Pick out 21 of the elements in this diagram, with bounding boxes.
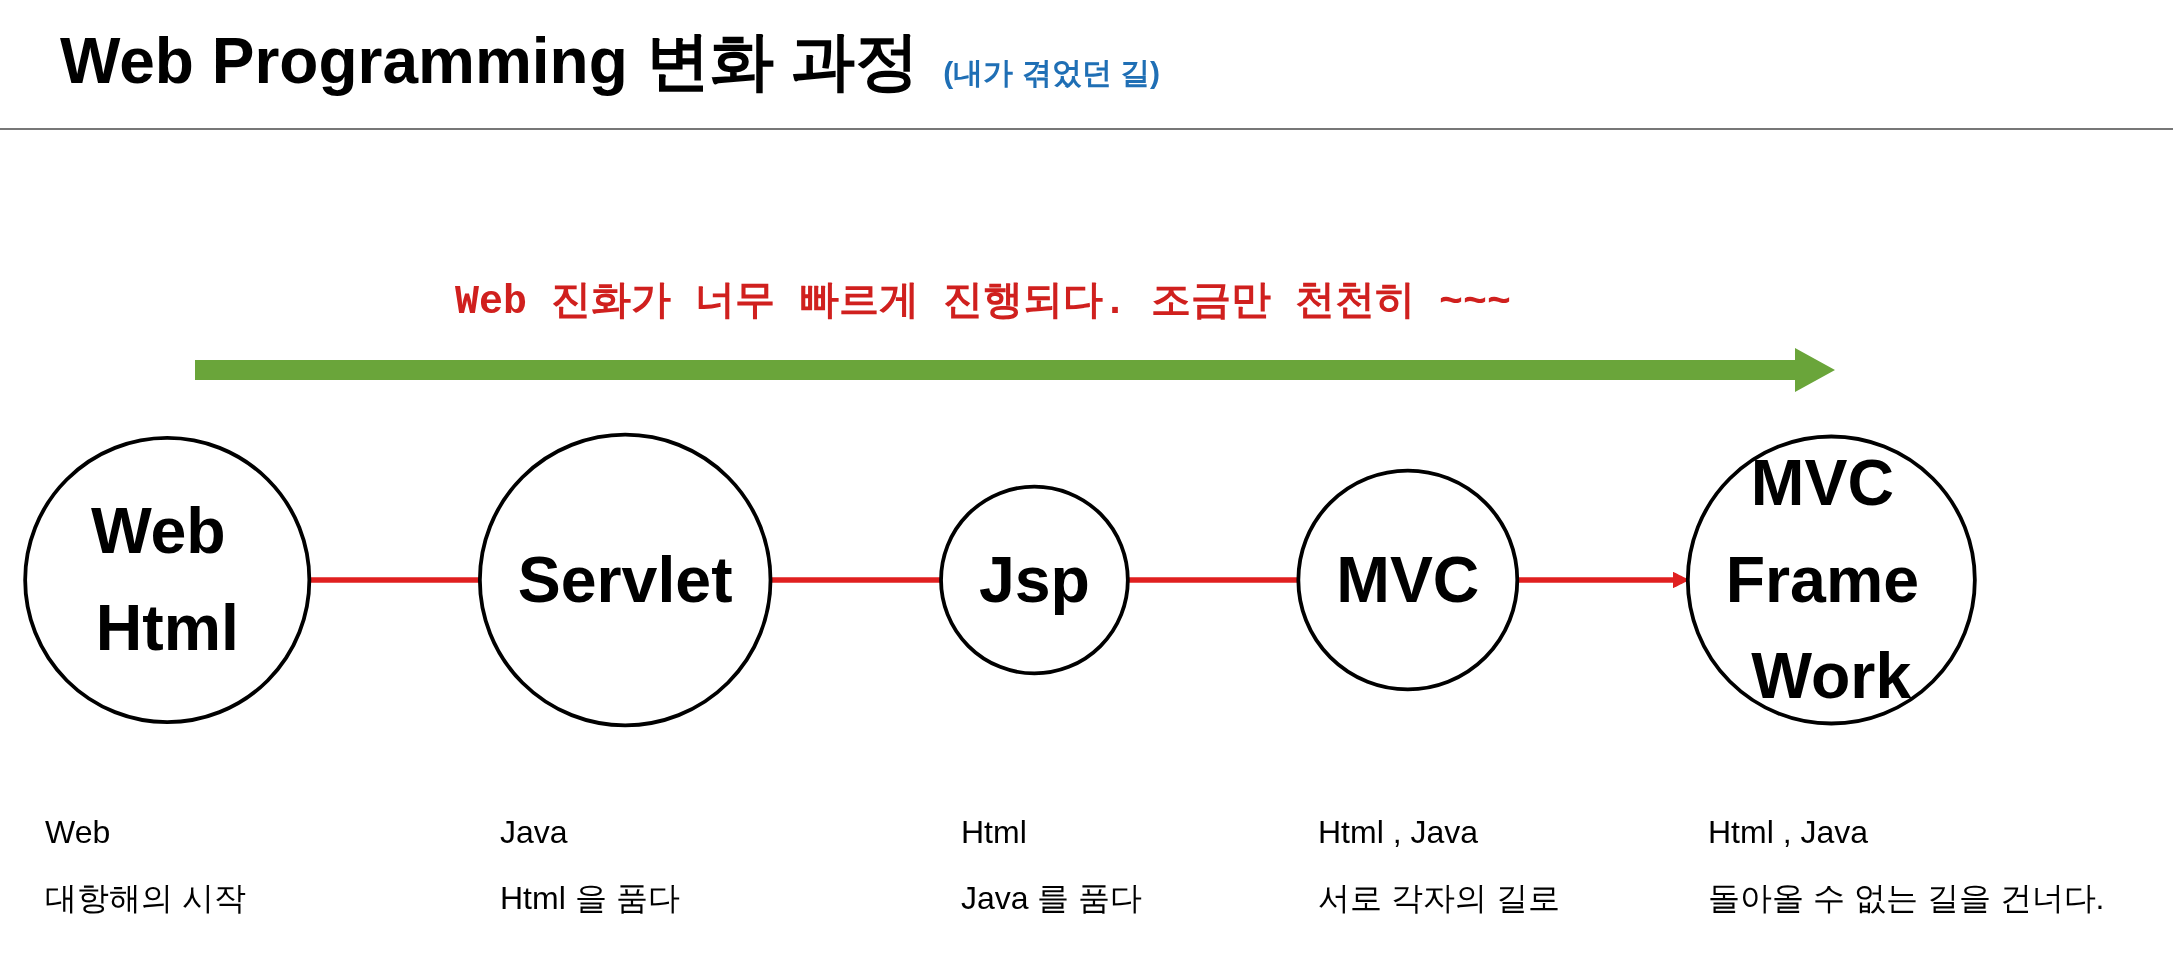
caption-text: Html , Java [1708, 815, 1869, 851]
caption-text: Java [500, 815, 568, 851]
node-circle: Servlet [477, 432, 773, 728]
note-text: Web 진화가 너무 빠르게 진행되다. 조금만 천천히 ~~~ [455, 279, 1512, 327]
caption-text: Html [961, 815, 1027, 851]
node-circle: MVC [1296, 468, 1520, 692]
node-circle: Jsp [939, 484, 1130, 676]
title: Web Programming 변화 과정 [60, 24, 920, 99]
caption-text: 돌아올 수 없는 길을 건너다. [1708, 881, 2105, 917]
node-circle: Web Html [23, 436, 312, 724]
connector [309, 577, 480, 583]
caption-text: Web [45, 815, 111, 851]
caption-text: 서로 각자의 길로 [1318, 881, 1560, 917]
caption-text: Html , Java [1318, 815, 1479, 851]
node-circle: MVC Frame Work [1685, 434, 1977, 726]
caption-text: Html 을 품다 [500, 881, 680, 917]
connector [770, 577, 942, 583]
subtitle: (내가 겪었던 길) [943, 55, 1160, 91]
connector [1127, 577, 1299, 583]
caption-text: 대항해의 시작 [45, 881, 246, 917]
caption-text: Java 를 품다 [961, 881, 1143, 917]
